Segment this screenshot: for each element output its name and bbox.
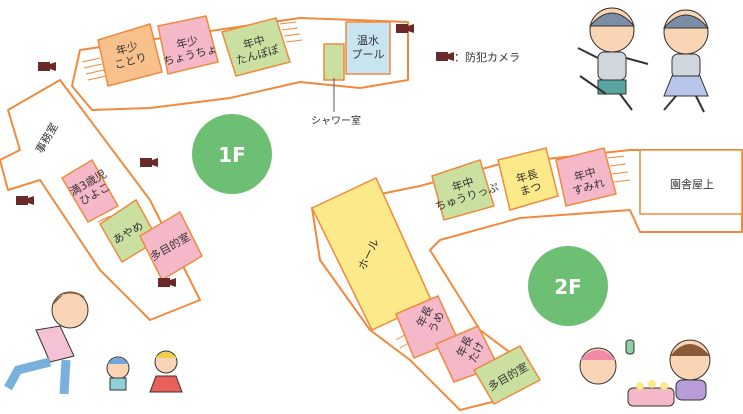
svg-text:2F: 2F — [554, 275, 582, 299]
floor1-badge: 1F — [192, 114, 272, 194]
room-nenchuu-tanpopo: 年中たんぽぽ — [221, 17, 291, 77]
svg-text:シャワー室: シャワー室 — [311, 114, 361, 127]
svg-text:1F: 1F — [218, 143, 246, 167]
svg-text:プール: プール — [352, 48, 385, 61]
children-illustration-top-right — [577, 7, 710, 113]
svg-text:年長まつ: 年長まつ — [514, 166, 543, 198]
room-shower: シャワー室 — [311, 43, 361, 127]
room-man3-hiyoko: 満3歳児ひよこ — [60, 158, 120, 223]
security-camera-icon — [158, 278, 176, 287]
legend-label: ：防犯カメラ — [454, 50, 520, 64]
stairs-1f-a — [81, 57, 107, 81]
room-onsui-pool: 温水 プール — [345, 21, 391, 75]
room-tamokuteki-1f: 多目的室 — [139, 210, 203, 282]
stairs-1f-b — [279, 21, 303, 43]
security-camera-icon — [16, 196, 34, 205]
security-camera-icon — [436, 52, 454, 61]
room-ayame: あやめ — [98, 198, 160, 264]
room-nenshou-kotori: 年少ことり — [97, 23, 163, 87]
room-hall: ホール — [310, 176, 433, 331]
children-illustration-bottom-right — [579, 339, 711, 407]
children-illustration-bottom-left — [4, 291, 183, 395]
security-camera-icon — [38, 62, 56, 71]
room-okujou: 園舎屋上 — [639, 149, 743, 215]
room-nenshou-chouchou: 年少ちょうちょ — [157, 15, 219, 75]
svg-text:園舎屋上: 園舎屋上 — [670, 178, 714, 191]
svg-text:温水: 温水 — [357, 34, 379, 47]
floor2-badge: 2F — [528, 246, 608, 326]
room-tamokuteki-2f: 多目的室 — [472, 345, 542, 405]
room-nenchuu-sumire: 年中すみれ — [555, 147, 617, 207]
security-camera-icon — [396, 24, 414, 33]
room-nenchou-matsu: 年長まつ — [497, 147, 559, 211]
security-camera-icon — [140, 158, 158, 167]
room-nenchuu-churippu: 年中ちゅうりっぷ — [431, 159, 500, 221]
